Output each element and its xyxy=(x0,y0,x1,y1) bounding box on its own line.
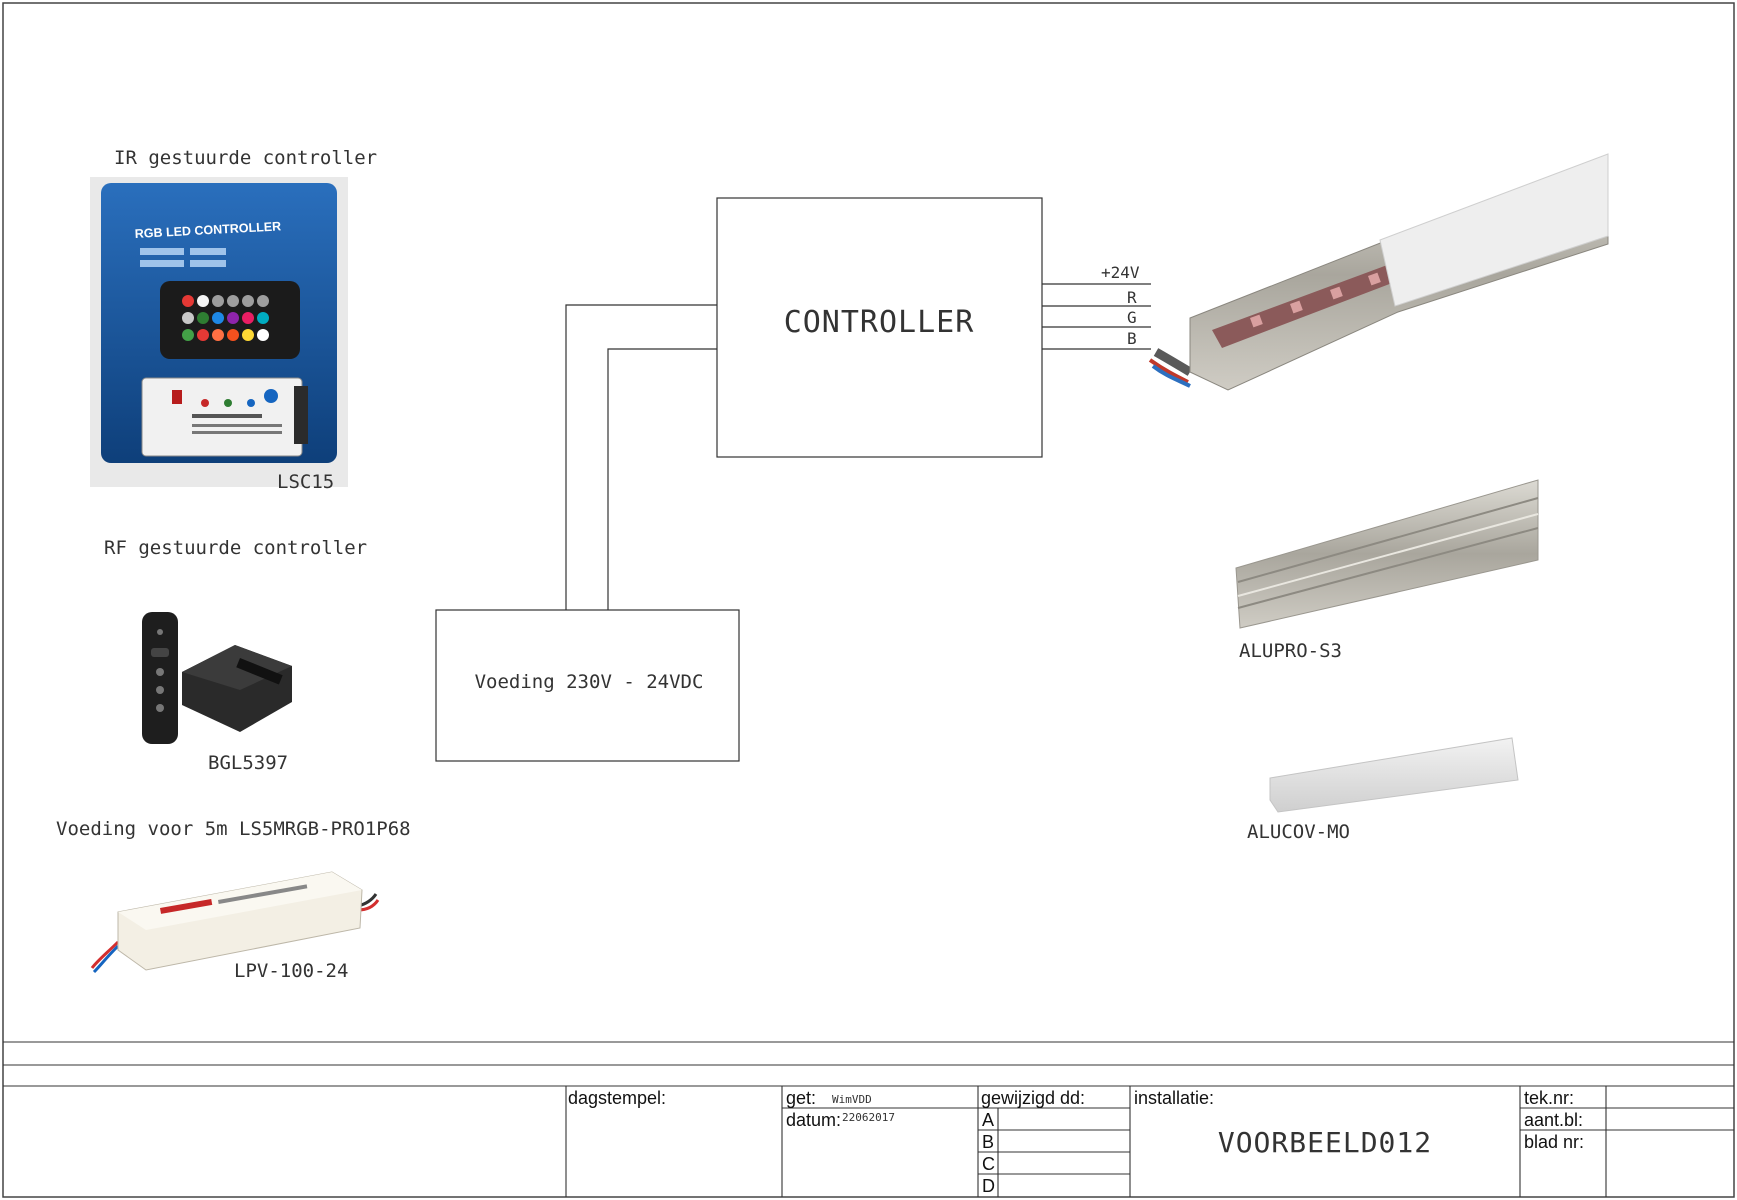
drawing-number-label: tek.nr: xyxy=(1524,1088,1574,1108)
led-strip-profile-photo xyxy=(1148,153,1609,391)
psu-photo xyxy=(90,871,380,974)
title-block xyxy=(3,1041,1734,1197)
drawn-by-label: get: xyxy=(786,1088,816,1108)
revision-c: C xyxy=(982,1154,995,1174)
ir-caption: IR gestuurde controller xyxy=(114,147,377,169)
alupro-code: ALUPRO-S3 xyxy=(1239,640,1342,662)
drawn-by-value: WimVDD xyxy=(832,1093,872,1106)
date-label: datum: xyxy=(786,1110,841,1130)
power-supply-box xyxy=(435,609,740,762)
rf-caption: RF gestuurde controller xyxy=(104,537,367,559)
rf-controller-photo xyxy=(142,612,292,744)
revision-d: D xyxy=(982,1176,995,1196)
supply-wire-1 xyxy=(565,304,717,610)
alupro-profile-photo xyxy=(1235,479,1539,629)
controller-box xyxy=(716,197,1043,458)
controller-label: CONTROLLER xyxy=(784,305,975,340)
wire-label-r: R xyxy=(1127,288,1137,307)
installation-label: installatie: xyxy=(1134,1088,1214,1108)
revision-b: B xyxy=(982,1132,994,1152)
power-supply-label: Voeding 230V - 24VDC xyxy=(475,671,704,693)
sheet-count-label: aant.bl: xyxy=(1524,1110,1583,1130)
revised-label: gewijzigd dd: xyxy=(981,1088,1085,1108)
psu-product-code: LPV-100-24 xyxy=(234,960,348,982)
ir-controller-photo: RGB LED CONTROLLER xyxy=(90,177,348,487)
remote-buttons xyxy=(182,295,269,341)
ir-product-code: LSC15 xyxy=(277,471,334,493)
wire-label-g: G xyxy=(1127,308,1137,327)
wire-label-b: B xyxy=(1127,329,1137,348)
alucov-code: ALUCOV-MO xyxy=(1247,821,1350,843)
date-value: 22062017 xyxy=(842,1111,895,1124)
supply-wire-2 xyxy=(607,348,717,610)
psu-caption: Voeding voor 5m LS5MRGB-PRO1P68 xyxy=(56,818,411,840)
sheet-number-label: blad nr: xyxy=(1524,1132,1584,1152)
rf-product-code: BGL5397 xyxy=(208,752,288,774)
alucov-cover-photo xyxy=(1269,737,1519,813)
led-strip xyxy=(1212,264,1400,348)
led-profile-cover xyxy=(1379,153,1609,307)
rf-remote xyxy=(142,612,178,744)
installation-value: VOORBEELD012 xyxy=(1218,1126,1432,1159)
stamp-label: dagstempel: xyxy=(568,1088,666,1108)
wire-label-plus24v: +24V xyxy=(1101,263,1140,282)
revision-a: A xyxy=(982,1110,994,1130)
